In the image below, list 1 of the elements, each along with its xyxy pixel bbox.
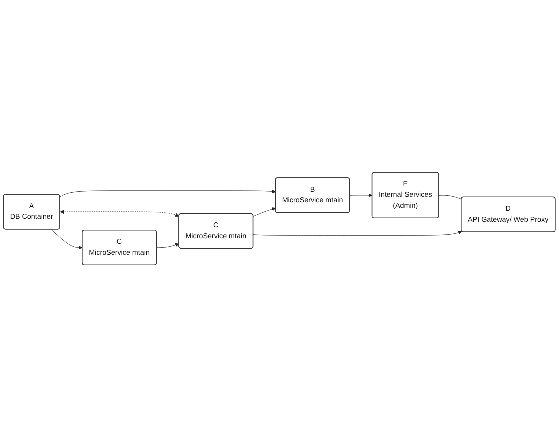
- connector: [438, 194, 462, 200]
